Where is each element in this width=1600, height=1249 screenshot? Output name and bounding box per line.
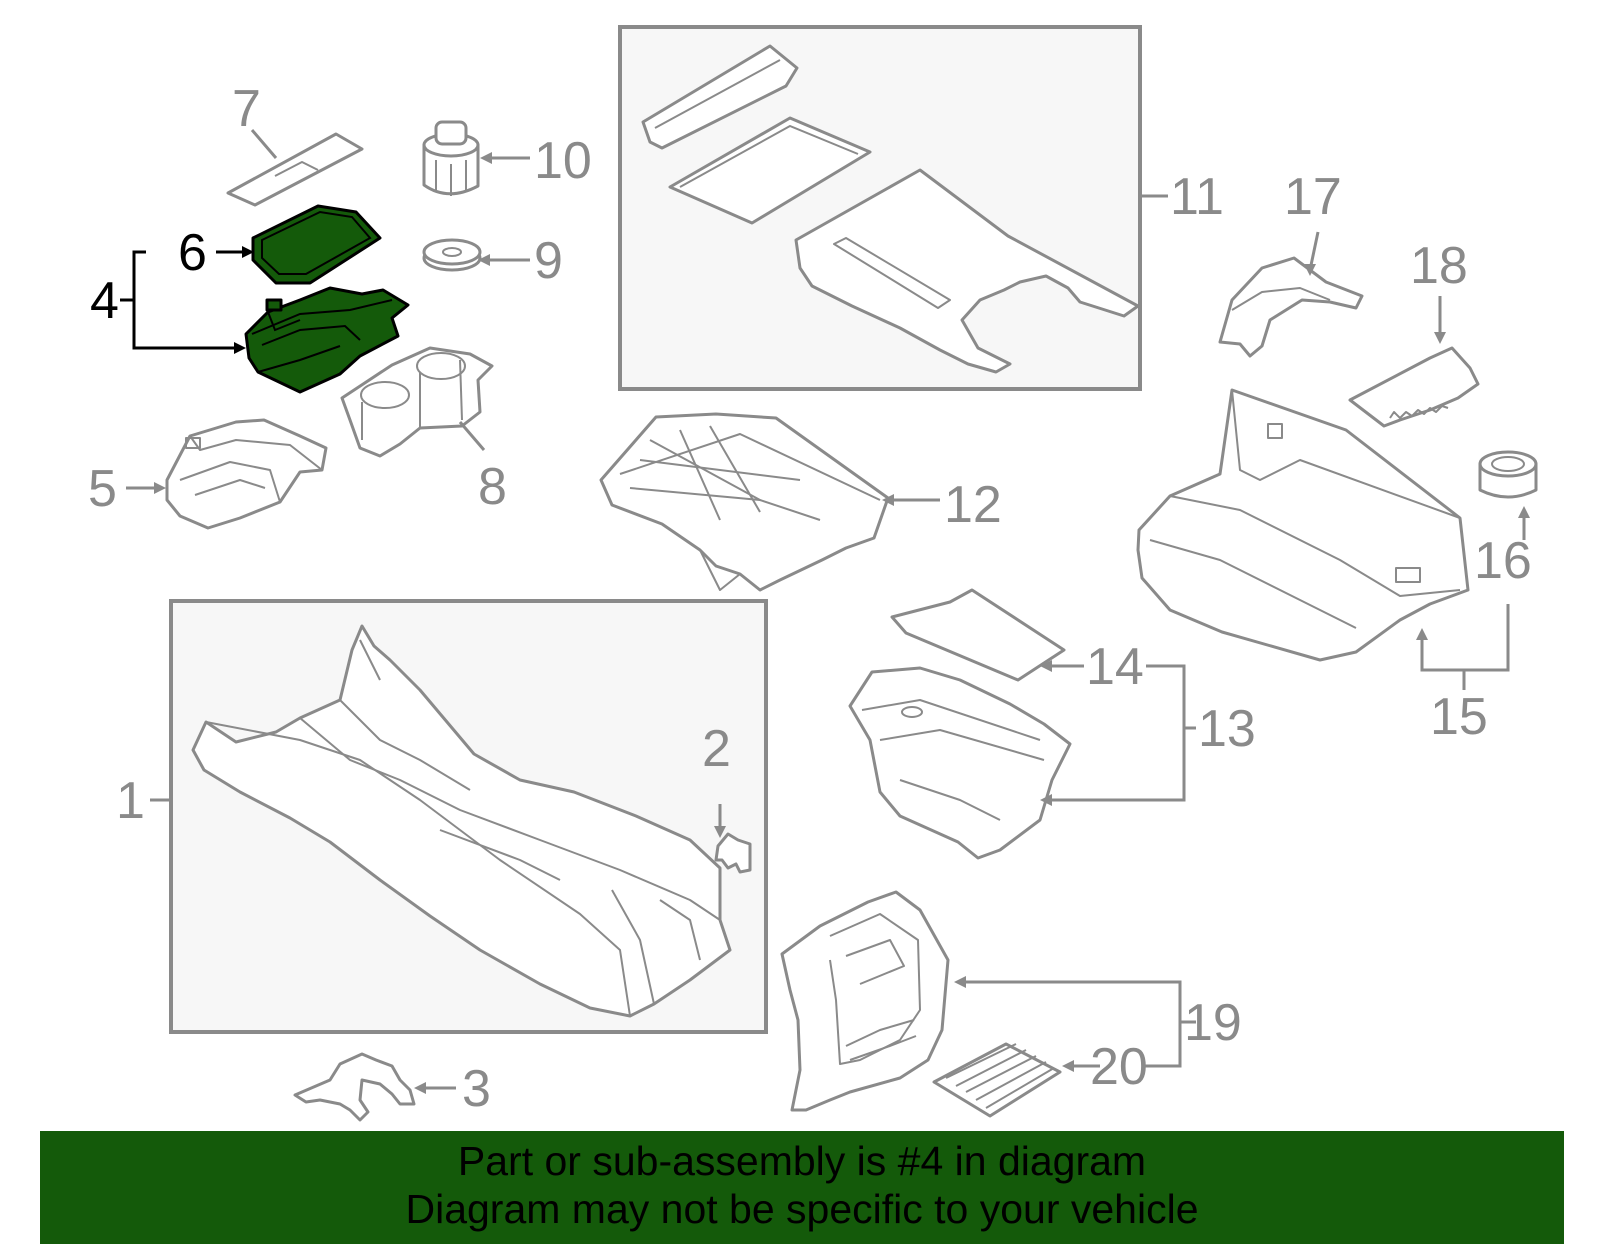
callout-numbers: 7 6 4 10 9 8 5 11 12 17 18 16 15 14 13 1… <box>88 80 1532 1118</box>
part-18[interactable] <box>1348 346 1480 428</box>
banner-line-2: Diagram may not be specific to your vehi… <box>405 1186 1199 1232</box>
part-7[interactable] <box>226 132 364 207</box>
callout-8[interactable]: 8 <box>478 458 507 516</box>
arrowheads <box>154 152 1530 1094</box>
callout-9[interactable]: 9 <box>534 232 563 290</box>
part-20[interactable] <box>932 1042 1062 1118</box>
callout-5[interactable]: 5 <box>88 460 117 518</box>
callout-12[interactable]: 12 <box>944 476 1002 534</box>
part-11[interactable] <box>641 44 1140 374</box>
part-10[interactable] <box>422 120 480 196</box>
info-banner: Part or sub-assembly is #4 in diagram Di… <box>40 1131 1564 1244</box>
callout-6[interactable]: 6 <box>178 224 207 282</box>
leader-lines <box>126 129 1526 1090</box>
callout-20[interactable]: 20 <box>1090 1038 1148 1096</box>
callout-17[interactable]: 17 <box>1284 168 1342 226</box>
part-1[interactable] <box>191 624 732 1018</box>
banner-line-1: Part or sub-assembly is #4 in diagram <box>457 1138 1147 1184</box>
part-14[interactable] <box>890 588 1066 682</box>
part-8[interactable] <box>340 346 494 458</box>
callout-15[interactable]: 15 <box>1430 688 1488 746</box>
callout-11[interactable]: 11 <box>1170 168 1224 226</box>
part-13[interactable] <box>848 666 1072 860</box>
part-2[interactable] <box>714 832 752 874</box>
part-16[interactable] <box>1478 450 1538 499</box>
part-19[interactable] <box>780 890 950 1112</box>
callout-16[interactable]: 16 <box>1474 532 1532 590</box>
callout-1[interactable]: 1 <box>116 772 145 830</box>
part-9[interactable] <box>422 238 482 272</box>
callout-10[interactable]: 10 <box>534 132 592 190</box>
callout-13[interactable]: 13 <box>1198 700 1256 758</box>
part-12[interactable] <box>599 412 890 592</box>
part-15[interactable] <box>1136 388 1470 662</box>
callout-4[interactable]: 4 <box>90 272 119 330</box>
callout-19[interactable]: 19 <box>1184 994 1242 1052</box>
callout-3[interactable]: 3 <box>462 1060 491 1118</box>
part-17[interactable] <box>1218 256 1364 358</box>
callout-2[interactable]: 2 <box>702 720 731 778</box>
part-3[interactable] <box>293 1052 416 1122</box>
part-4[interactable] <box>244 286 410 394</box>
callout-18[interactable]: 18 <box>1410 237 1468 295</box>
callout-7[interactable]: 7 <box>232 80 261 138</box>
part-5[interactable] <box>165 418 328 530</box>
callout-14[interactable]: 14 <box>1086 638 1144 696</box>
arrowheads-highlight <box>234 246 254 354</box>
part-6[interactable] <box>251 204 382 285</box>
